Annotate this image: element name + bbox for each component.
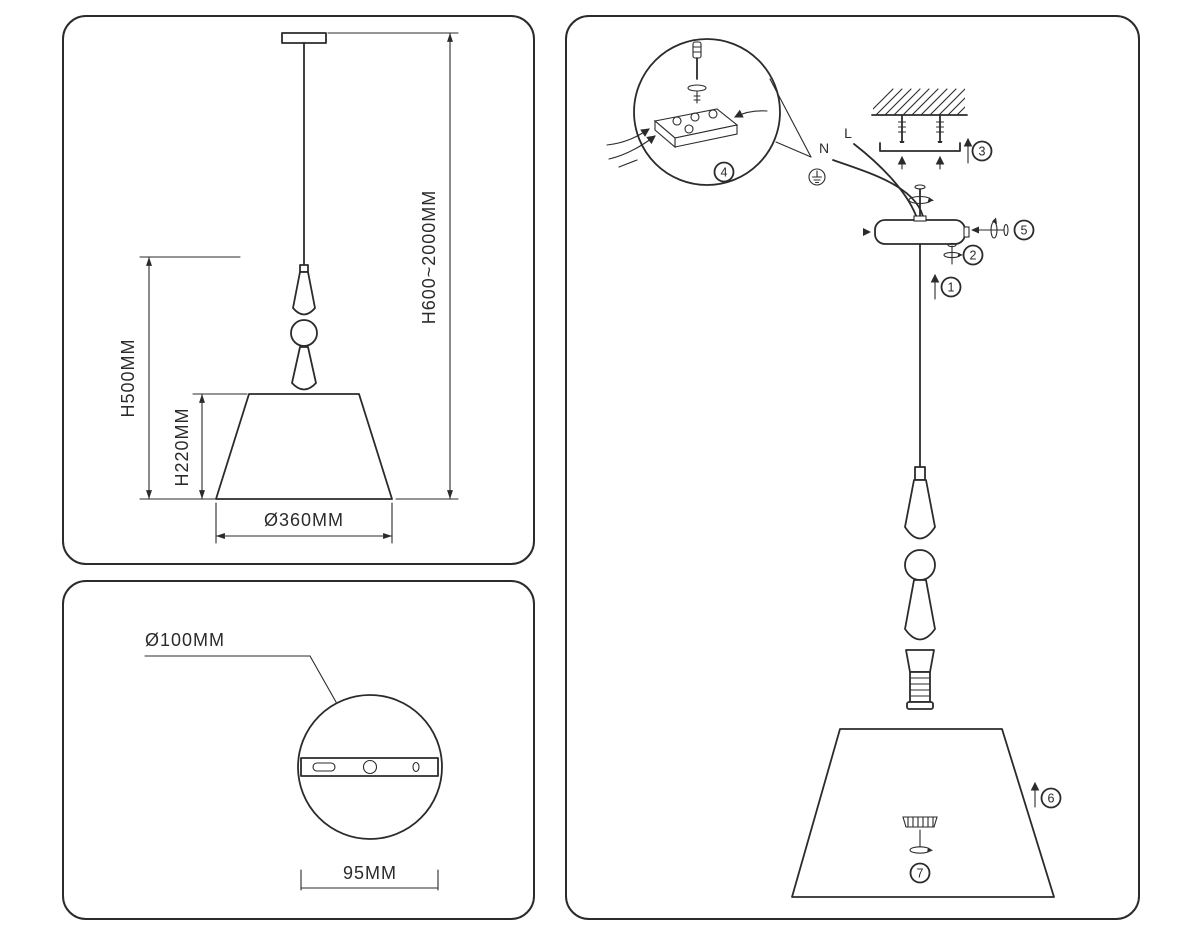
wire-n-label: N xyxy=(819,140,829,156)
step-7-number: 7 xyxy=(917,867,924,881)
dimension-drawing-svg: H600~2000MM H500MM H220MM Ø360MM xyxy=(118,32,459,544)
socket-cup xyxy=(905,649,935,673)
assembly-instructions-svg: 4 xyxy=(606,38,1062,898)
canopy-diameter-callout: Ø100MM xyxy=(144,630,337,703)
step-2-badge: 2 xyxy=(943,242,984,266)
lampshade xyxy=(215,393,393,500)
lamp-socket-threads xyxy=(909,671,931,703)
mounting-plate xyxy=(300,757,439,777)
terminal-block-icon xyxy=(653,108,739,149)
spindle-socket-assembly xyxy=(904,466,936,710)
screwdriver-icon xyxy=(687,41,707,104)
step-4-badge: 4 xyxy=(713,161,735,183)
canopy-bottom-view xyxy=(297,694,443,840)
dim-fixture-height: H500MM xyxy=(118,256,241,500)
step-7-badge: 7 xyxy=(909,862,931,884)
ceiling-plate xyxy=(281,32,327,44)
shade-diameter-label: Ø360MM xyxy=(264,510,344,530)
wiring-detail-magnifier: 4 xyxy=(606,38,781,186)
shade-height-label: H220MM xyxy=(172,407,192,486)
supply-wires: L N xyxy=(808,125,925,222)
step-1-badge: 1 xyxy=(930,273,962,300)
canopy-screw xyxy=(908,184,934,218)
lower-spindle xyxy=(291,346,317,391)
canopy-detail-panel: Ø100MM 95MM xyxy=(62,580,535,920)
slot-hole xyxy=(312,762,336,772)
magnifier-leader-lines xyxy=(769,78,812,158)
dim-total-height: H600~2000MM xyxy=(327,32,459,500)
wire-insertion-arrows xyxy=(606,109,768,168)
plate-width-label: 95MM xyxy=(343,863,397,883)
step-5-badge: 5 xyxy=(971,217,1035,241)
spindle-ball xyxy=(290,319,318,347)
dimension-drawing-panel: H600~2000MM H500MM H220MM Ø360MM xyxy=(62,15,535,565)
shade-retaining-ring xyxy=(902,816,938,854)
lampshade-outline xyxy=(791,728,1055,898)
wire-l-label: L xyxy=(844,125,852,141)
fixture-height-label: H500MM xyxy=(118,338,138,417)
step-5-number: 5 xyxy=(1021,224,1028,238)
ceiling-canopy xyxy=(863,215,970,245)
mounting-bracket xyxy=(879,142,961,170)
pendant-lamp-drawing xyxy=(215,32,393,500)
lower-spindle xyxy=(904,579,936,641)
assembly-instructions-panel: 4 xyxy=(565,15,1140,920)
total-height-label: H600~2000MM xyxy=(419,190,439,325)
canopy-diameter-label: Ø100MM xyxy=(145,630,225,650)
step-3-number: 3 xyxy=(979,145,986,159)
ground-symbol-icon xyxy=(808,168,826,186)
dim-shade-height: H220MM xyxy=(172,393,248,500)
step-6-number: 6 xyxy=(1048,792,1055,806)
wire-connector xyxy=(299,264,309,273)
upper-spindle xyxy=(904,479,936,540)
canopy-detail-svg: Ø100MM 95MM xyxy=(144,630,443,891)
plate-width-dimension: 95MM xyxy=(300,863,439,891)
step-4-number: 4 xyxy=(721,166,728,180)
wire-connector xyxy=(914,466,926,481)
step-2-number: 2 xyxy=(970,249,977,263)
socket-ring xyxy=(906,701,934,710)
upper-spindle xyxy=(292,271,316,316)
spindle-ball xyxy=(904,549,936,581)
center-hole xyxy=(362,759,378,775)
step-3-badge: 3 xyxy=(963,137,993,164)
small-hole xyxy=(412,761,420,773)
step-1-number: 1 xyxy=(948,281,955,295)
ceiling-hatch xyxy=(871,88,968,116)
step-6-badge: 6 xyxy=(1030,781,1062,809)
dim-shade-diameter: Ø360MM xyxy=(215,502,393,544)
